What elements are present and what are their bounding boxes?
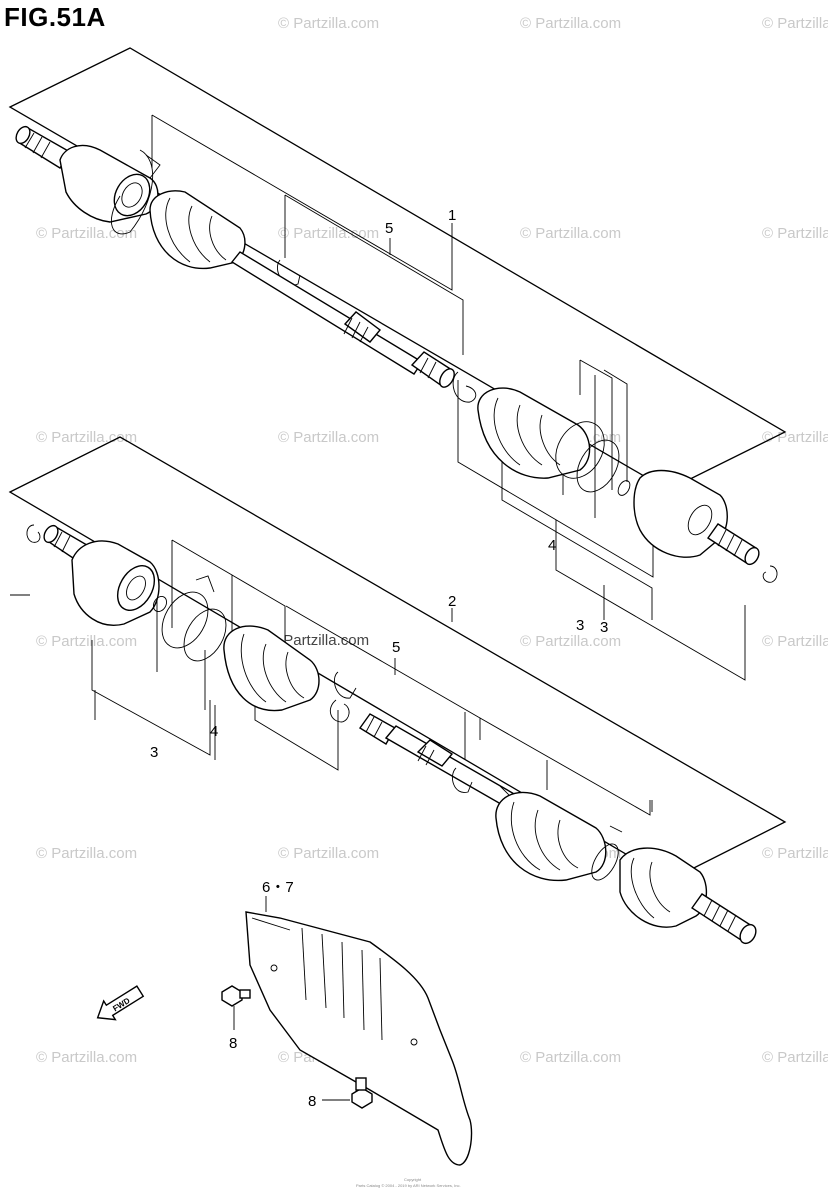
lower-assembly-frame (8, 436, 787, 881)
copyright-line-2: Parts Catalog © 2004 - 2019 by ARI Netwo… (356, 1183, 461, 1188)
watermark: © Partzilla.com (278, 225, 379, 242)
callout-4-upper: 4 (548, 537, 556, 554)
callout-1: 1 (448, 207, 456, 224)
watermark: © Partzilla.com (520, 1049, 621, 1066)
watermark: © Partzilla.com (520, 225, 621, 242)
callout-2: 2 (448, 593, 456, 610)
watermark: © Partzilla.com (36, 845, 137, 862)
watermark: © Partzilla.com (762, 15, 828, 32)
callout-4-lower: 4 (210, 723, 218, 740)
upper-drive-shaft (15, 125, 778, 583)
bolt-lower (322, 1077, 373, 1109)
watermark: © Partzilla.com (762, 1049, 828, 1066)
callout-3-lower: 3 (150, 744, 158, 761)
figure-title: FIG.51A (4, 2, 106, 32)
fwd-arrow-icon: FWD (96, 985, 145, 1021)
watermark: © Partzilla.com (520, 15, 621, 32)
watermark: © Partzilla.com (762, 633, 828, 650)
watermark: © Partzilla.com (36, 225, 137, 242)
watermark: © Partzilla.com (762, 225, 828, 242)
watermark: © Partzilla.com (36, 1049, 137, 1066)
callout-3-upper-b: 3 (600, 619, 608, 636)
callout-5-upper: 5 (385, 220, 393, 237)
callout-8-left: 8 (229, 1035, 237, 1052)
splash-guard (245, 896, 473, 1166)
callout-8-lower: 8 (308, 1093, 316, 1110)
watermark: © Partzilla.com (278, 845, 379, 862)
copyright-line-1: Copyright (404, 1177, 422, 1182)
watermark: © Partzilla.com (278, 15, 379, 32)
upper-assembly-frame (8, 47, 787, 681)
bolt-left (221, 985, 251, 1030)
watermark: © Partzilla.com (278, 429, 379, 446)
callout-3-upper: 3 (576, 617, 584, 634)
lower-drive-shaft (26, 524, 757, 945)
watermark: © Partzilla.com (762, 845, 828, 862)
watermark: © Partzilla.com (268, 632, 369, 649)
callout-5-lower: 5 (392, 639, 400, 656)
watermark: © Partzilla.com (36, 633, 137, 650)
callout-6-7: 6・7 (262, 879, 294, 896)
callout-labels: 1 5 4 3 3 2 5 4 3 6・7 8 8 (150, 207, 608, 1110)
watermark: © Partzilla.com (762, 429, 828, 446)
watermark: © Partzilla.com (520, 633, 621, 650)
watermark-layer: © Partzilla.com © Partzilla.com © Partzi… (36, 15, 828, 1066)
footer-copyright: Copyright Parts Catalog © 2004 - 2019 by… (356, 1177, 461, 1188)
